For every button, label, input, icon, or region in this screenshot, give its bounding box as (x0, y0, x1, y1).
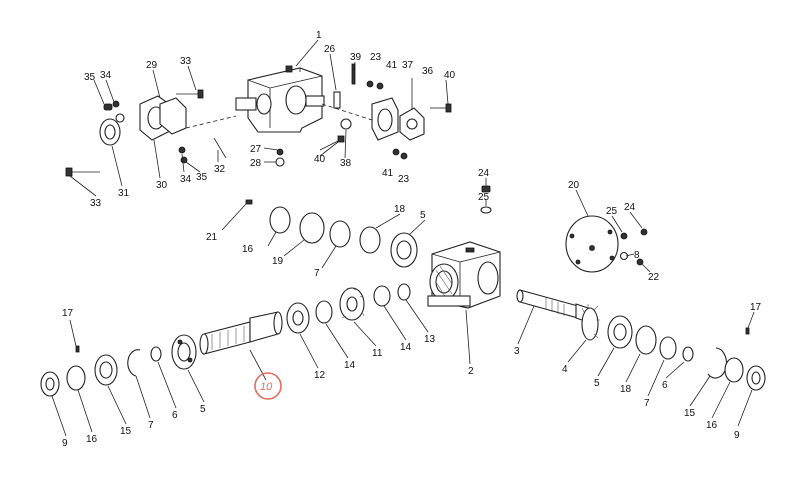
callout-labels: 1 26 39 23 41 37 36 40 29 33 35 34 40 38… (62, 30, 762, 449)
callout-8: 8 (634, 250, 640, 261)
ring-14b (373, 285, 391, 307)
callout-33-bottom: 33 (90, 198, 102, 209)
callout-5-mid: 5 (420, 210, 426, 221)
shaft-10 (199, 311, 283, 355)
callout-10-highlighted: 10 (260, 381, 273, 393)
circlip-7-left (127, 349, 141, 377)
ring-16-left (66, 365, 86, 391)
top-housing-bore (285, 85, 307, 115)
callout-25-right: 25 (606, 206, 618, 217)
callout-14-b: 14 (400, 342, 412, 353)
callout-20: 20 (568, 180, 580, 191)
seal-38 (340, 118, 352, 130)
callout-41-bottom: 41 (382, 168, 394, 179)
gear-train-center (286, 283, 411, 334)
ring-19 (299, 212, 325, 244)
callout-11: 11 (372, 348, 383, 359)
callout-40-bottom: 40 (314, 154, 326, 165)
seal-15-right (707, 347, 728, 379)
callout-35-bottom: 35 (196, 172, 208, 183)
callout-6-left: 6 (172, 410, 178, 421)
top-leaders (69, 39, 449, 197)
callout-9-right: 9 (734, 430, 740, 441)
callout-5-right: 5 (594, 378, 600, 389)
pin-39 (351, 63, 356, 85)
callout-19: 19 (272, 256, 284, 267)
top-output-shaft (305, 95, 325, 107)
callout-36: 36 (422, 66, 434, 77)
callout-7-left: 7 (148, 420, 154, 431)
callout-27: 27 (250, 144, 262, 155)
callout-5-left: 5 (200, 404, 206, 415)
circlip-7-right (659, 336, 677, 360)
callout-33-top: 33 (180, 56, 192, 67)
top-gearbox-assembly (65, 63, 452, 177)
callout-32: 32 (214, 164, 226, 175)
ring-6-right (682, 346, 694, 362)
middle-leaders (221, 178, 651, 273)
ring-7 (329, 220, 351, 248)
callout-9-left: 9 (62, 438, 68, 449)
callout-24-right: 24 (624, 202, 636, 213)
callout-41-top: 41 (386, 60, 398, 71)
callout-39: 39 (350, 52, 362, 63)
callout-28: 28 (250, 158, 262, 169)
callout-1: 1 (316, 30, 322, 41)
callout-17-left: 17 (62, 308, 74, 319)
callout-38: 38 (340, 158, 352, 169)
callout-23-bottom: 23 (398, 174, 410, 185)
callout-7-mid: 7 (314, 268, 320, 279)
ring-13 (397, 283, 411, 301)
callout-29: 29 (146, 60, 158, 71)
cover-plate-20 (565, 215, 619, 273)
callout-40-top: 40 (444, 70, 456, 81)
callout-26: 26 (324, 44, 336, 55)
callout-2: 2 (468, 366, 474, 377)
callout-23-top: 23 (370, 52, 382, 63)
callout-15-left: 15 (120, 426, 132, 437)
callout-22: 22 (648, 272, 660, 283)
circlip-16 (269, 206, 291, 234)
callout-30: 30 (156, 180, 168, 191)
gear-4 (581, 307, 599, 341)
bottom-left-row (40, 334, 197, 397)
bottom-leaders (51, 299, 755, 437)
callout-7-right: 7 (644, 398, 650, 409)
callout-3: 3 (514, 346, 520, 357)
ring-18-right (635, 325, 657, 355)
highlight-circle (254, 372, 282, 400)
callout-31: 31 (118, 188, 130, 199)
callout-15-right: 15 (684, 408, 696, 419)
top-housing (247, 67, 323, 133)
callout-14-a: 14 (344, 360, 356, 371)
callout-18-mid: 18 (394, 204, 406, 215)
shaft-3 (516, 289, 589, 323)
ring-16-right (724, 357, 744, 383)
callout-34-top: 34 (100, 70, 112, 81)
middle-row-parts (245, 185, 648, 273)
callout-16-right: 16 (706, 420, 718, 431)
ring-14a (315, 300, 333, 324)
callout-17-right: 17 (750, 302, 762, 313)
callout-18-right: 18 (620, 384, 632, 395)
top-input-shaft (235, 97, 257, 111)
callout-6-right: 6 (662, 380, 668, 391)
bottom-right-row (581, 304, 766, 391)
callout-24-left: 24 (478, 168, 490, 179)
callout-16-mid: 16 (242, 244, 254, 255)
callout-37: 37 (402, 60, 414, 71)
main-gearbox-housing (427, 241, 501, 309)
callout-25-left: 25 (478, 192, 490, 203)
callout-12: 12 (314, 370, 326, 381)
callout-4: 4 (562, 364, 568, 375)
ring-18 (359, 226, 381, 254)
callout-21: 21 (206, 232, 218, 243)
callout-16-left: 16 (86, 434, 98, 445)
ring-6-left (150, 346, 162, 362)
callout-13: 13 (424, 334, 436, 345)
callout-35-top: 35 (84, 72, 96, 83)
callout-34-bottom: 34 (180, 174, 192, 185)
